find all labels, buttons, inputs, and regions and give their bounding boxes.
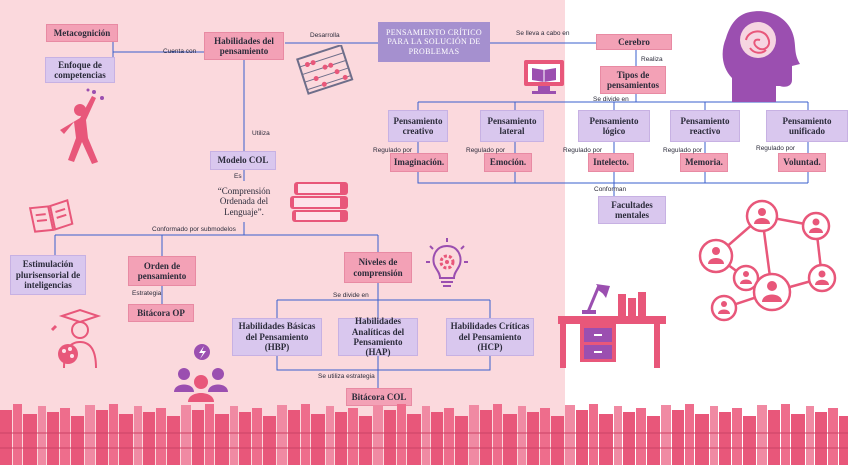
node-metacognicion: Metacognición [46,24,118,42]
jumping-person-icon [60,88,104,164]
bookshelf-icon [0,402,848,465]
node-tipos-pensamientos: Tipos de pensamientos [600,66,666,94]
books-stack-icon [290,182,348,222]
node-pensamiento-lateral: Pensamiento lateral [480,110,544,142]
label-utiliza: Utiliza [252,130,270,137]
label-realiza: Realiza [641,56,663,63]
network-people-icon [698,199,837,322]
desk-lamp-icon [558,284,666,368]
abacus-icon [296,45,354,95]
node-voluntad: Voluntad. [778,153,826,172]
label-regulado-unificado: Regulado por [756,145,796,152]
open-book-icon [28,198,74,233]
node-hbp: Habilidades Básicas del Pensamiento (HBP… [232,318,322,356]
thinking-head-icon [722,11,800,102]
node-memoria: Memoria. [680,153,728,172]
node-pensamiento-critico: PENSAMIENTO CRÍTICO PARA LA SOLUCIÓN DE … [378,22,490,62]
label-regulado-lateral: Regulado por [466,147,506,154]
student-artist-icon [50,308,102,369]
label-conformado-submodelos: Conformado por submodelos [152,226,236,233]
label-es: Es [234,173,242,180]
laptop-book-icon [524,60,564,94]
lightbulb-gear-icon [426,238,468,287]
node-cerebro: Cerebro [596,34,672,50]
node-hcp: Habilidades Críticas del Pensamiento (HC… [446,318,534,356]
label-se-divide-en-niveles: Se divide en [333,292,369,299]
label-estrategia: Estrategia [132,290,162,297]
node-estimulacion-plurisensorial: Estimulación plurisensorial de inteligen… [10,255,86,295]
node-pensamiento-reactivo: Pensamiento reactivo [670,110,740,142]
label-regulado-logico: Regulado por [563,147,603,154]
team-icon [174,344,228,402]
label-se-lleva-a-cabo: Se lleva a cabo en [516,30,570,37]
node-facultades-mentales: Facultades mentales [598,196,666,224]
node-pensamiento-unificado: Pensamiento unificado [766,110,848,142]
node-modelo-col: Modelo COL [210,151,276,170]
label-desarrolla: Desarrolla [310,32,340,39]
label-regulado-reactivo: Regulado por [663,147,703,154]
node-comprension-ordenada: “Comprensión Ordenada del Lenguaje”. [217,185,271,217]
node-imaginacion: Imaginación. [390,153,448,172]
node-habilidades-pensamiento: Habilidades del pensamiento [204,32,284,60]
node-emocion: Emoción. [484,153,532,172]
label-conforman: Conforman [594,186,627,193]
node-hap: Habilidades Analíticas del Pensamiento (… [338,316,418,357]
node-intelecto: Intelecto. [588,153,634,172]
node-bitacora-op: Bitácora OP [128,304,194,322]
label-se-divide-en: Se divide en [593,96,629,103]
node-enfoque-competencias: Enfoque de competencias [45,57,115,83]
node-orden-pensamiento: Orden de pensamiento [128,256,196,286]
node-pensamiento-logico: Pensamiento lógico [578,110,650,142]
label-regulado-creativo: Regulado por [373,147,413,154]
node-pensamiento-creativo: Pensamiento creativo [388,110,448,142]
label-se-utiliza-estrategia: Se utiliza estrategia [318,373,375,380]
node-niveles-comprension: Niveles de comprensión [344,252,412,283]
label-cuenta-con: Cuenta con [163,48,197,55]
